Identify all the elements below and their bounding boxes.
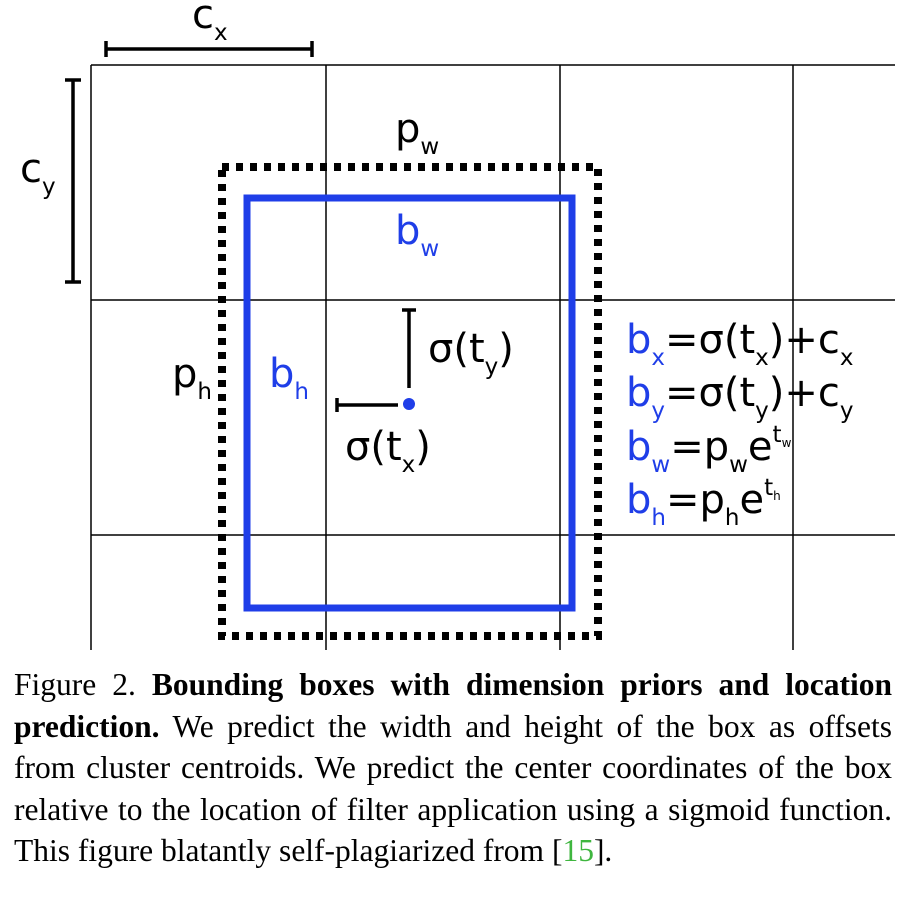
equation-by: by=σ(ty)+cy <box>626 370 854 424</box>
sigma-ty-label: σ(ty) <box>428 326 514 380</box>
open-bracket: [ <box>551 833 563 868</box>
prior-box-dotted <box>218 163 602 640</box>
pw-label: pw <box>395 106 439 160</box>
equation-bh: bh=pheth <box>626 475 781 531</box>
sigma-tx-bar <box>335 398 398 412</box>
close-bracket: ]. <box>593 833 613 868</box>
ph-label: ph <box>172 351 212 405</box>
figure-caption: Figure 2. Bounding boxes with dimension … <box>14 664 892 872</box>
caption-text: We predict the width and height of the b… <box>14 708 893 869</box>
bh-label: bh <box>269 351 309 405</box>
equation-bw: bw=pwetw <box>626 422 792 478</box>
caption-title: Bounding boxes with dimension priors and… <box>14 667 893 744</box>
cx-label: cx <box>192 0 228 46</box>
bw-label: bw <box>395 208 439 262</box>
figure-number: Figure 2. <box>14 667 136 702</box>
citation-link[interactable]: 15 <box>562 833 594 868</box>
sigma-tx-label: σ(tx) <box>345 424 431 478</box>
yolo-bounding-box-diagram: cx cy pw ph bw bh σ(ty) σ(tx) bx=σ(tx)+c… <box>20 0 895 650</box>
cx-dimension-bar <box>104 41 314 57</box>
predicted-box <box>243 194 576 612</box>
sigma-ty-bar <box>402 308 416 388</box>
cy-label: cy <box>20 146 56 200</box>
center-point <box>403 398 415 410</box>
cy-dimension-bar <box>65 78 81 284</box>
equation-bx: bx=σ(tx)+cx <box>626 317 854 371</box>
